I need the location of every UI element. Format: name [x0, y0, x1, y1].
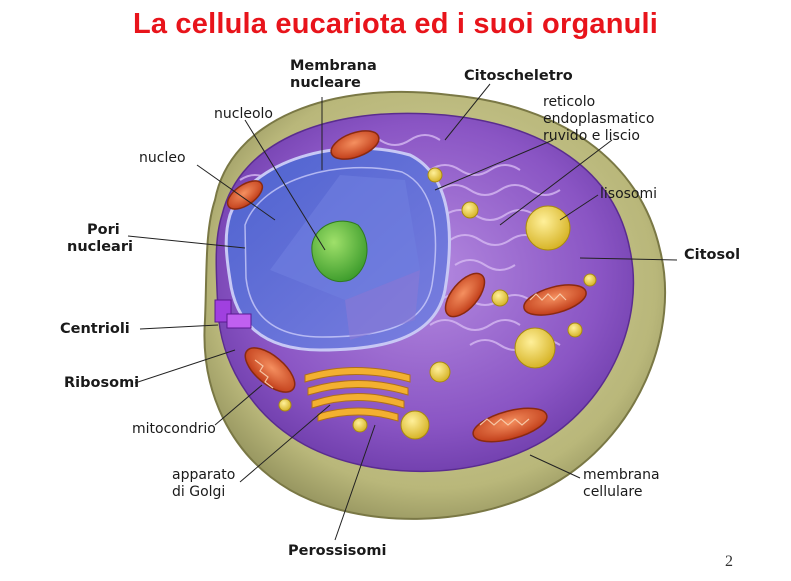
label-mitocondrio: mitocondrio	[132, 421, 216, 437]
label-apparato-golgi: apparato di Golgi	[172, 467, 235, 501]
label-line: cellulare	[583, 484, 643, 500]
label-line: di Golgi	[172, 484, 226, 500]
label-reticolo: reticolo endoplasmatico ruvido e liscio	[543, 94, 654, 145]
label-line: apparato	[172, 467, 236, 483]
label-perossisomi: Perossisomi	[288, 543, 387, 559]
label-ribosomi: Ribosomi	[64, 375, 140, 391]
golgi-apparatus	[304, 367, 411, 422]
label-lisosomi: lisosomi	[600, 186, 658, 202]
label-pori-nucleari: Pori nucleari	[67, 222, 133, 256]
lysosomes	[278, 167, 597, 440]
label-line: nucleare	[290, 75, 361, 91]
page-title: La cellula eucariota ed i suoi organuli	[132, 8, 659, 40]
label-line: nucleari	[67, 239, 133, 255]
label-citosol: Citosol	[684, 247, 741, 263]
label-line: endoplasmatico	[543, 111, 655, 127]
label-nucleolo: nucleolo	[214, 106, 273, 122]
centriole	[214, 299, 252, 329]
label-membrana-cellulare: membrana cellulare	[583, 467, 660, 501]
label-nucleo: nucleo	[139, 150, 186, 166]
label-line: Pori	[87, 222, 120, 238]
label-centrioli: Centrioli	[60, 321, 130, 337]
mitochondria	[226, 130, 587, 443]
label-line: membrana	[583, 467, 660, 483]
label-lines	[127, 83, 678, 541]
label-line: reticolo	[543, 94, 596, 110]
label-line: ruvido e liscio	[543, 128, 640, 144]
label-citoscheletro: Citoscheletro	[464, 68, 573, 84]
label-membrana-nucleare: Membrana nucleare	[290, 58, 377, 92]
label-line: Membrana	[290, 58, 377, 74]
page-number: 2	[725, 553, 733, 570]
nucleolus	[311, 220, 368, 282]
